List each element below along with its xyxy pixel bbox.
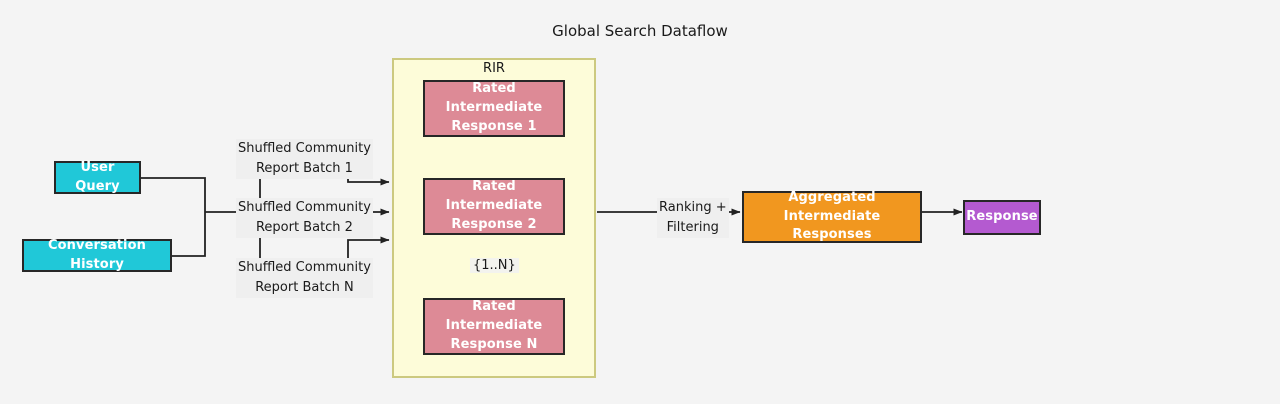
node-conversation-history-label: Conversation History [48,237,146,272]
node-rir2-label: Rated Intermediate Response 2 [425,178,563,235]
node-aggregated-line1: Aggregated Intermediate [783,189,881,224]
cluster-rir-label: RIR [483,61,505,76]
node-aggregated-label: Aggregated Intermediate Responses [744,189,920,246]
edge-userquery-junction [141,177,206,212]
node-rirn-line2: Response N [450,336,538,352]
node-rir1-line2: Response 1 [451,118,537,134]
node-rir1-label: Rated Intermediate Response 1 [425,80,563,137]
edge-label-batch-n-line1: Shuffled Community [238,260,371,275]
node-rated-intermediate-response-2[interactable]: Rated Intermediate Response 2 [423,178,565,235]
edge-label-batch-1: Shuffled Community Report Batch 1 [236,139,373,180]
node-rirn-line1: Rated Intermediate [445,299,543,334]
node-rated-intermediate-response-1[interactable]: Rated Intermediate Response 1 [423,80,565,137]
node-response[interactable]: Response [963,200,1041,235]
edge-label-ranking-line2: Filtering [666,220,719,236]
node-rir2-line2: Response 2 [451,216,537,232]
edge-label-batch-n-line2: Report Batch N [255,280,354,296]
edge-history-junction [172,212,206,257]
edge-label-batch-1-line2: Report Batch 1 [255,161,353,177]
edge-label-batch-2: Shuffled Community Report Batch 2 [236,198,373,239]
edge-label-ranking-filtering: Ranking + Filtering [657,198,729,239]
rir-range-label: {1..N} [470,258,519,273]
node-aggregated-line2: Responses [792,227,872,243]
node-response-label: Response [966,209,1038,225]
node-rirn-label: Rated Intermediate Response N [425,298,563,355]
node-rir1-line1: Rated Intermediate [445,81,543,116]
node-conversation-history[interactable]: Conversation History [22,237,172,272]
node-user-query-label: User Query [75,159,120,194]
edge-label-batch-2-line1: Shuffled Community [238,200,371,215]
node-rir2-line1: Rated Intermediate [445,179,543,214]
edge-label-batch-2-line2: Report Batch 2 [255,220,353,236]
edge-label-batch-n: Shuffled Community Report Batch N [236,258,373,299]
node-rated-intermediate-response-n[interactable]: Rated Intermediate Response N [423,298,565,355]
edge-label-batch-1-line1: Shuffled Community [238,141,371,156]
page-title: Global Search Dataflow [552,22,728,40]
node-aggregated-intermediate-responses[interactable]: Aggregated Intermediate Responses [742,189,922,246]
edge-label-ranking-line1: Ranking + [659,200,727,215]
node-user-query[interactable]: User Query [54,159,141,194]
